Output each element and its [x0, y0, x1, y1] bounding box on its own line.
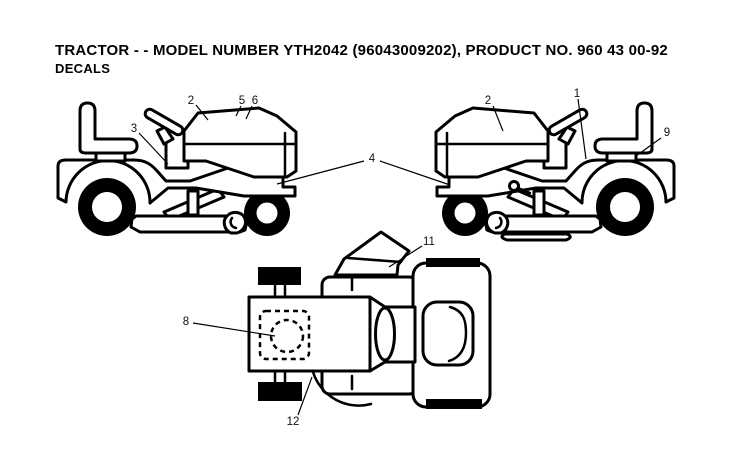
right-view-details — [500, 180, 572, 242]
page-subtitle: DECALS — [55, 61, 111, 76]
ignition-key-knob — [508, 180, 520, 192]
decal-outline-dashed — [258, 309, 311, 361]
front-axles — [273, 283, 287, 384]
callout-8-label: 8 — [183, 316, 189, 328]
callout-2-left-leader — [195, 104, 209, 121]
callout-2-right-label: 2 — [485, 95, 491, 107]
callout-8-leader — [192, 322, 276, 337]
callout-12-label: 12 — [287, 416, 300, 428]
callout-3-label: 3 — [131, 123, 137, 135]
callouts: 2 5 6 3 4 2 1 9 8 11 12 — [131, 88, 670, 428]
callout-1-leader — [577, 98, 587, 160]
callout-11-label: 11 — [423, 236, 435, 248]
seat-contour-line — [447, 305, 468, 363]
front-tire-left — [258, 267, 301, 285]
callout-6-label: 6 — [252, 95, 258, 107]
decal-circle-dashed — [269, 318, 305, 354]
rear-tire-left — [426, 258, 480, 267]
front-tire-right — [258, 382, 302, 401]
callout-4-leaders — [276, 160, 451, 186]
callout-12-leader — [297, 376, 313, 416]
callout-1-label: 1 — [574, 88, 580, 100]
steering-wheel-top-view — [374, 306, 396, 362]
page-title: TRACTOR - - MODEL NUMBER YTH2042 (960430… — [55, 42, 668, 59]
callout-2-right-leader — [492, 105, 504, 132]
ignition-key-stem — [516, 186, 532, 195]
fender-arc — [311, 370, 373, 407]
callout-5-leader — [235, 105, 242, 117]
figure-right-side-view — [434, 101, 676, 238]
callout-3-leader — [138, 132, 169, 165]
figure-top-view — [247, 230, 492, 409]
callout-2-left-label: 2 — [188, 95, 194, 107]
callout-9-leader — [635, 137, 662, 157]
callout-9-label: 9 — [664, 127, 670, 139]
callout-5-label: 5 — [239, 95, 245, 107]
callout-4-label: 4 — [369, 153, 376, 165]
rear-tire-right — [426, 399, 482, 409]
dash-console-top — [333, 230, 411, 277]
figure-left-side-view — [56, 101, 298, 238]
dash-console-fold-line — [346, 256, 403, 264]
seat-top-view — [421, 300, 475, 367]
deck-skirt — [500, 232, 572, 242]
callout-11-leader — [388, 245, 423, 268]
callout-6-leader — [245, 105, 253, 120]
